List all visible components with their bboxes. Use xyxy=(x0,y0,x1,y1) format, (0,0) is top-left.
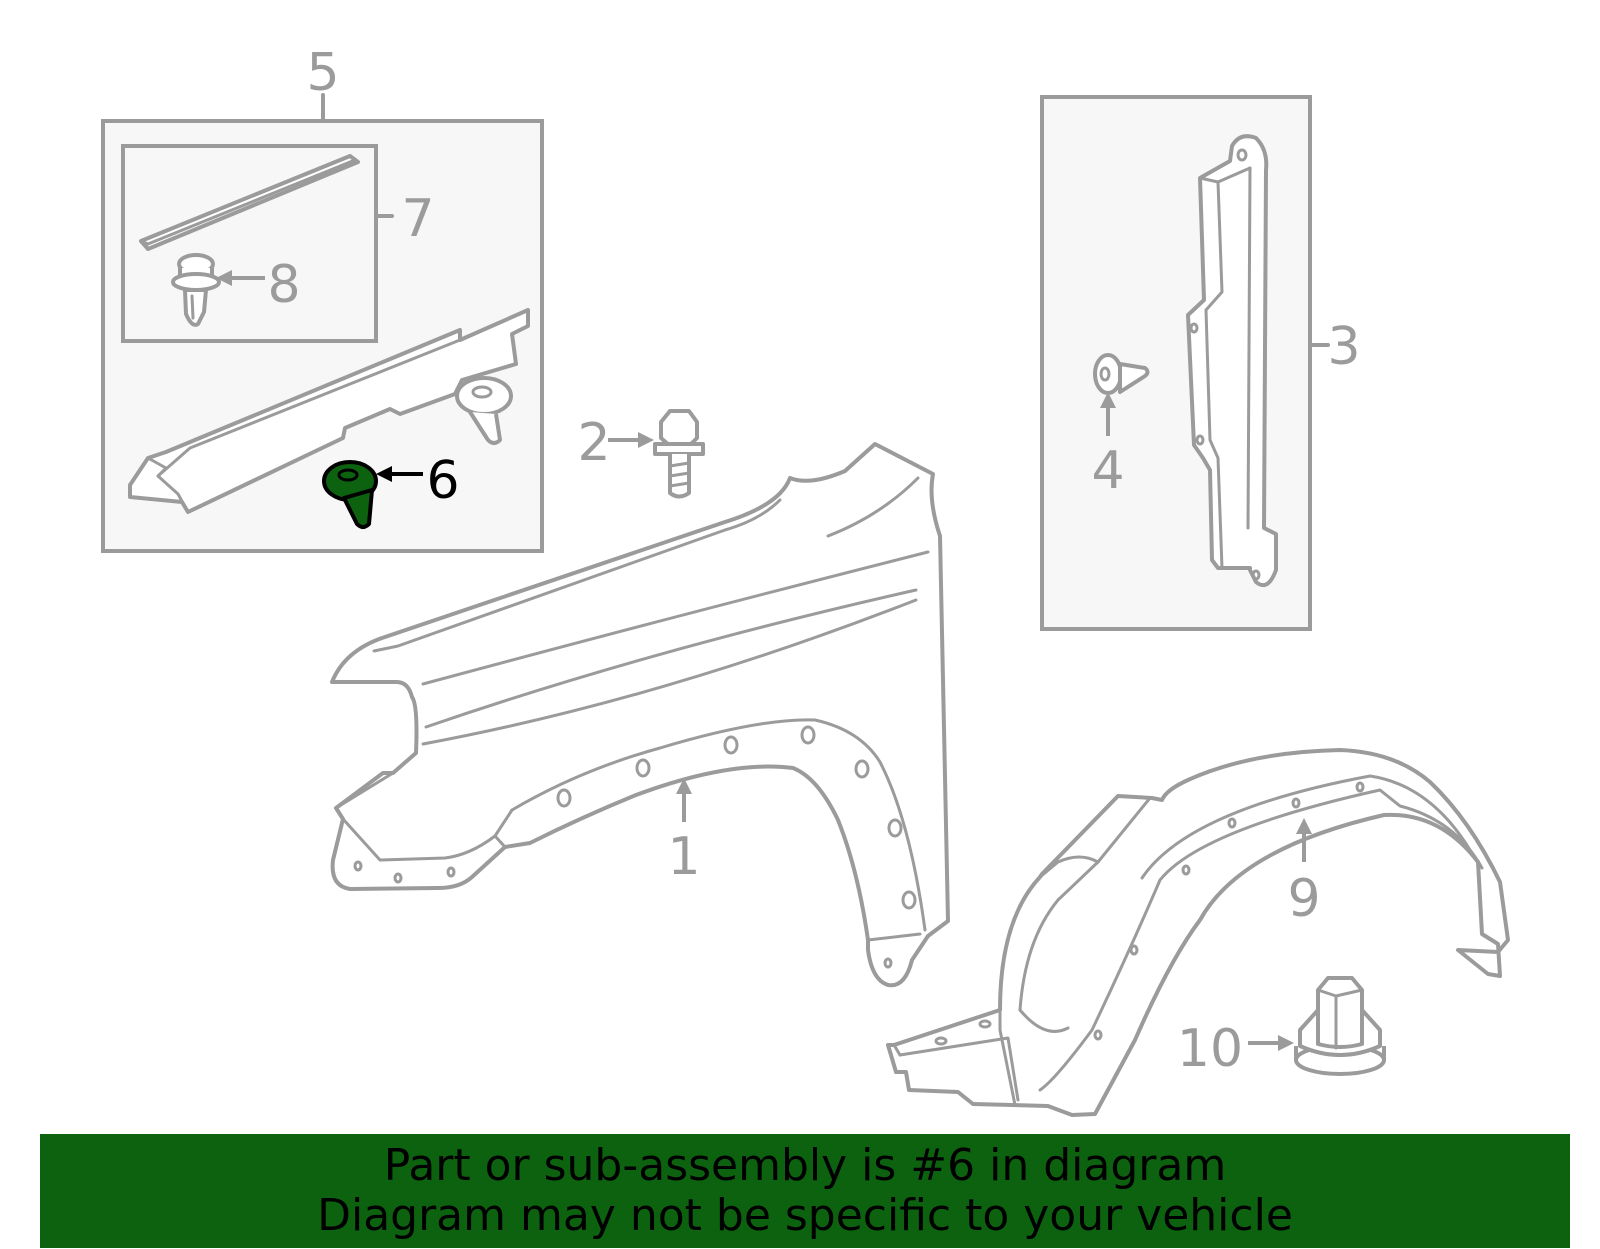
callout-4: 4 xyxy=(1091,441,1124,501)
callout-9: 9 xyxy=(1287,869,1320,929)
part-8-clip[interactable] xyxy=(171,253,221,327)
callout-1: 1 xyxy=(667,827,700,887)
assembly-box-3 xyxy=(1040,95,1330,631)
part-1-fender[interactable] xyxy=(330,442,950,988)
callout-7: 7 xyxy=(401,189,434,249)
info-banner: Part or sub-assembly is #6 in diagram Di… xyxy=(40,1134,1570,1248)
callout-labels: 1 2 3 4 5 6 7 8 9 10 xyxy=(267,43,1360,1079)
part-7-molding-strip[interactable] xyxy=(139,154,360,251)
sill-molding-clip xyxy=(455,376,513,445)
callout-3: 3 xyxy=(1327,317,1360,377)
banner-line-1: Part or sub-assembly is #6 in diagram xyxy=(383,1140,1227,1191)
callout-10: 10 xyxy=(1177,1019,1243,1079)
part-6-clip-highlighted[interactable] xyxy=(322,460,378,529)
part-3-seal[interactable] xyxy=(1186,134,1278,587)
banner-line-2: Diagram may not be specific to your vehi… xyxy=(317,1190,1293,1241)
callout-5: 5 xyxy=(306,43,339,103)
callout-8: 8 xyxy=(267,255,300,315)
part-10-nut[interactable] xyxy=(1294,976,1386,1076)
part-5-sill-molding[interactable] xyxy=(128,308,530,514)
part-9-wheel-liner[interactable] xyxy=(886,748,1510,1117)
part-4-clip[interactable] xyxy=(1093,353,1150,395)
leader-lines xyxy=(216,270,1312,1051)
callout-6-highlighted: 6 xyxy=(426,451,459,511)
callout-2: 2 xyxy=(577,413,610,473)
part-2-bolt[interactable] xyxy=(653,409,705,499)
